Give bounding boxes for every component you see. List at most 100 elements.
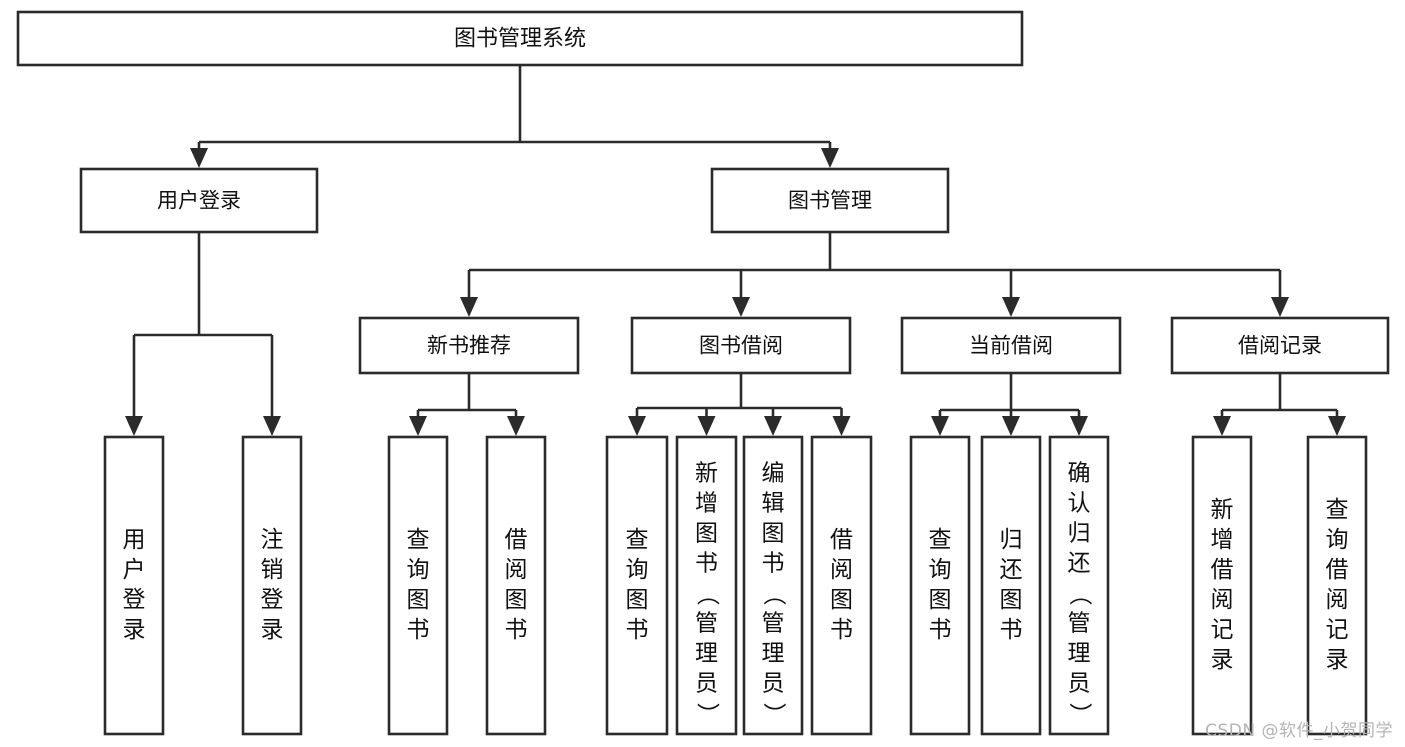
leaf-label-char: 员 bbox=[695, 671, 718, 697]
leaf-rect bbox=[1191, 435, 1253, 736]
leaf-label-char: 确 bbox=[1068, 461, 1091, 487]
leaf-label-char: 借 bbox=[1211, 557, 1234, 583]
connector-group bbox=[197, 65, 832, 150]
connector-group bbox=[938, 373, 1081, 418]
leaf-label-char: 书 bbox=[695, 551, 718, 577]
leaf-label-char: 管 bbox=[695, 611, 718, 637]
leaf-label-char: （ bbox=[1067, 583, 1093, 606]
leaf-label-char: （ bbox=[761, 583, 787, 606]
leaf-label-char: （ bbox=[694, 583, 720, 606]
connector-group bbox=[467, 232, 1282, 299]
root-node[interactable]: 图书管理系统 bbox=[16, 10, 1024, 67]
node-rect bbox=[630, 316, 852, 375]
leaf-label-char: 查 bbox=[407, 527, 430, 553]
leaf-label-char: 查 bbox=[929, 527, 952, 553]
leaf-rect bbox=[810, 435, 873, 736]
leaf-label-char: 理 bbox=[1068, 641, 1091, 667]
arrow-head-icon bbox=[821, 148, 839, 168]
level2-node[interactable]: 当前借阅 bbox=[900, 316, 1122, 375]
level2-node[interactable]: 新书推荐 bbox=[358, 316, 580, 375]
leaf-rect bbox=[675, 435, 738, 736]
arrow-head-icon bbox=[764, 416, 782, 436]
arrow-head-icon bbox=[732, 297, 750, 317]
leaf-label-char: 图 bbox=[626, 587, 649, 613]
leaf-label-char: 认 bbox=[1068, 491, 1091, 517]
leaf-label-char: 询 bbox=[1326, 527, 1349, 553]
node-label: 图书借阅 bbox=[699, 334, 783, 358]
arrow-head-icon bbox=[931, 416, 949, 436]
csdn-watermark: CSDN @软件_小贺同学 bbox=[1205, 721, 1393, 741]
arrow-head-icon bbox=[1002, 416, 1020, 436]
arrow-head-icon bbox=[1271, 297, 1289, 317]
leaf-rect bbox=[980, 435, 1042, 736]
node-rect bbox=[79, 167, 319, 234]
leaf-label-char: 查 bbox=[1326, 497, 1349, 523]
leaf-rect bbox=[387, 435, 449, 736]
leaf-label-char: 记 bbox=[1326, 617, 1349, 643]
leaf-label-char: 查 bbox=[626, 527, 649, 553]
arrow-head-icon bbox=[1070, 416, 1088, 436]
leaf-label-char: 借 bbox=[1326, 557, 1349, 583]
level1-node[interactable]: 图书管理 bbox=[710, 167, 950, 234]
leaf-label-char: 书 bbox=[762, 551, 785, 577]
leaf-label-char: 借 bbox=[830, 527, 853, 553]
leaf-label-char: 图 bbox=[762, 521, 785, 547]
node-label: 借阅记录 bbox=[1238, 334, 1322, 358]
leaf-label-char: 书 bbox=[407, 617, 430, 643]
arrow-head-icon bbox=[628, 416, 646, 436]
level1-node[interactable]: 用户登录 bbox=[79, 167, 319, 234]
arrow-head-icon bbox=[1002, 297, 1020, 317]
leaf-label-char: 管 bbox=[762, 611, 785, 637]
leaf-label-char: 新 bbox=[1211, 497, 1234, 523]
leaf-label-char: 用 bbox=[123, 527, 146, 553]
arrow-head-icon bbox=[409, 416, 427, 436]
leaf-label-char: ） bbox=[761, 703, 787, 726]
connector-group bbox=[416, 373, 518, 418]
leaf-label-char: 阅 bbox=[830, 557, 853, 583]
node-label: 图书管理 bbox=[788, 189, 872, 213]
node-rect bbox=[358, 316, 580, 375]
leaf-label-char: 询 bbox=[929, 557, 952, 583]
leaf-label-char: 阅 bbox=[1211, 587, 1234, 613]
leaf-label-char: 图 bbox=[1000, 587, 1023, 613]
leaf-label-char: 还 bbox=[1000, 557, 1023, 583]
leaf-node[interactable]: 用户登录 bbox=[103, 435, 165, 736]
node-rect bbox=[710, 167, 950, 234]
leaf-label-char: 登 bbox=[123, 587, 146, 613]
node-label: 图书管理系统 bbox=[454, 27, 586, 52]
arrow-head-icon bbox=[832, 416, 851, 436]
leaf-label-char: 编 bbox=[762, 461, 785, 487]
leaf-label-char: 理 bbox=[695, 641, 718, 667]
node-label: 当前借阅 bbox=[969, 334, 1053, 358]
arrow-head-icon bbox=[697, 416, 716, 436]
leaf-label-char: 阅 bbox=[505, 557, 528, 583]
leaf-label-char: 图 bbox=[695, 521, 718, 547]
leaf-label-char: 记 bbox=[1211, 617, 1234, 643]
leaf-label-char: 理 bbox=[762, 641, 785, 667]
leaf-label-char: 图 bbox=[407, 587, 430, 613]
level2-node[interactable]: 图书借阅 bbox=[630, 316, 852, 375]
leaf-label-char: 图 bbox=[830, 587, 853, 613]
leaf-label-char: 归 bbox=[1068, 521, 1091, 547]
leaf-label-char: 录 bbox=[1211, 647, 1234, 673]
leaf-label-char: 增 bbox=[695, 491, 718, 517]
leaf-label-char: 辑 bbox=[762, 491, 785, 517]
node-rect bbox=[1170, 316, 1390, 375]
level2-node[interactable]: 借阅记录 bbox=[1170, 316, 1390, 375]
arrow-head-icon bbox=[507, 416, 525, 436]
leaf-label-char: 增 bbox=[1211, 527, 1234, 553]
leaf-label-char: 图 bbox=[929, 587, 952, 613]
